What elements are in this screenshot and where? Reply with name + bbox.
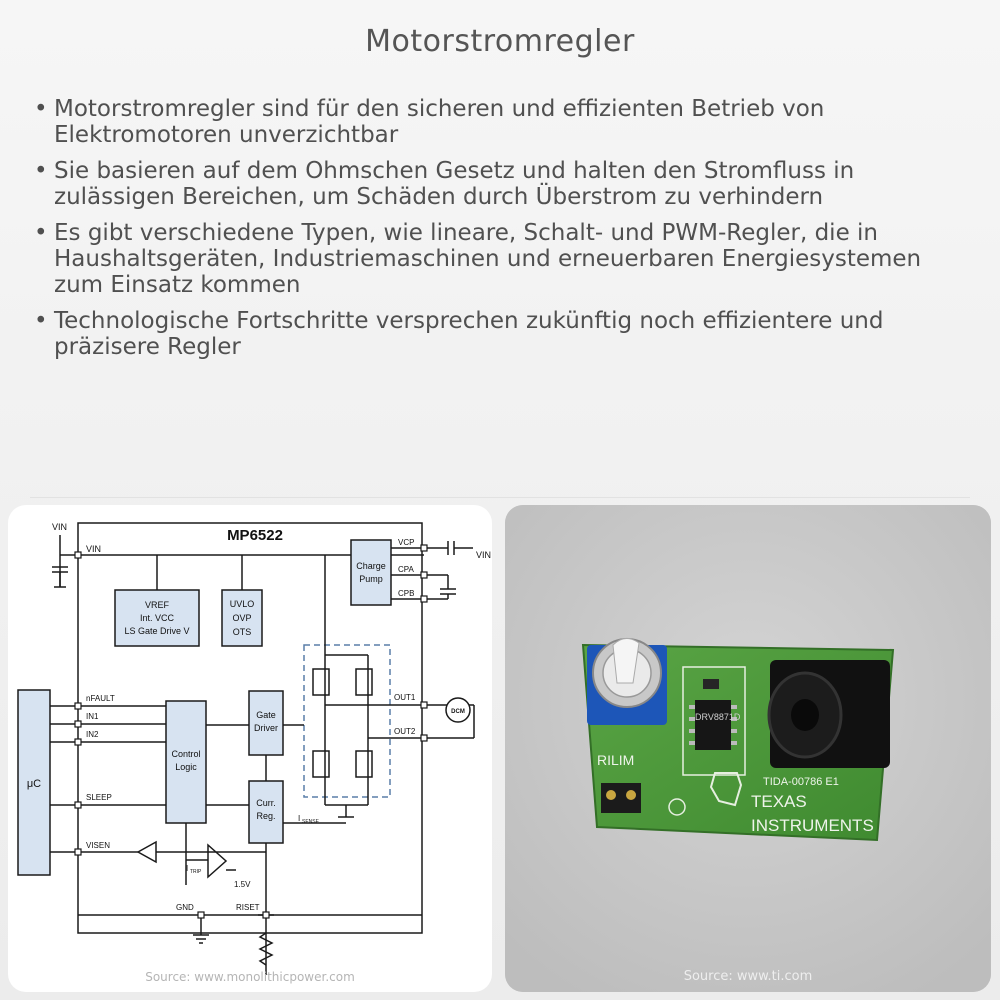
board-photo-panel: DRV8871D TIDA-00786 E1 RILIM TEXAS INSTR… (505, 505, 991, 992)
charge-pump-block (350, 539, 392, 606)
chip-outline (77, 522, 423, 934)
bullet-text: Es gibt verschiedene Typen, wie lineare,… (54, 220, 922, 298)
ovp-label: OVP (232, 613, 251, 623)
cpa-label: CPA (398, 565, 415, 574)
vin-pin-label: VIN (86, 544, 101, 554)
bullet-item: •Motorstromregler sind für den sicheren … (30, 96, 960, 148)
curr-label: Curr. (256, 798, 276, 808)
itrip-sub-label: TRIP (190, 869, 202, 875)
page-title: Motorstromregler (365, 24, 635, 59)
uc-label: μC (27, 778, 41, 790)
chip-label: MP6522 (227, 527, 283, 544)
ots-label: OTS (233, 627, 252, 637)
gate-driver-block (248, 690, 284, 756)
visen-label: VISEN (86, 841, 110, 850)
isense-label: I (298, 814, 300, 823)
board-photo: DRV8871D TIDA-00786 E1 RILIM TEXAS INSTR… (505, 505, 991, 992)
ti-logo-icon (709, 772, 743, 807)
photo-source: Source: www.ti.com (683, 969, 813, 984)
block-diagram-panel: MP6522 VIN VIN VIN VREF Int. VCC LS Gate… (8, 505, 492, 992)
dcm-label: DCM (451, 709, 465, 715)
bullet-dot: • (34, 220, 48, 246)
vin-right-label: VIN (476, 550, 491, 560)
reg-label: Reg. (256, 811, 275, 821)
driver-label: Driver (254, 723, 278, 733)
cpb-label: CPB (398, 589, 414, 598)
int-vcc-label: Int. VCC (140, 613, 175, 623)
pump-label: Pump (359, 574, 383, 584)
control-logic-block (165, 700, 207, 824)
microcontroller-block (17, 689, 51, 876)
charge-label: Charge (356, 561, 386, 571)
rilim-label: RILIM (597, 752, 634, 768)
chip-part-label: DRV8871D (695, 712, 741, 722)
block-diagram: MP6522 VIN VIN VIN VREF Int. VCC LS Gate… (17, 522, 491, 975)
in2-label: IN2 (86, 730, 99, 739)
riset-label: RISET (236, 903, 260, 912)
bullet-text: Technologische Fortschritte versprechen … (54, 308, 884, 360)
gnd-label: GND (176, 903, 194, 912)
bullet-text: Motorstromregler sind für den sicheren u… (54, 96, 825, 148)
section-divider (30, 497, 970, 498)
bullet-dot: • (34, 158, 48, 184)
texas-label: TEXAS (751, 792, 807, 811)
control-label: Control (171, 749, 200, 759)
bullet-list: •Motorstromregler sind für den sicheren … (30, 96, 960, 370)
sleep-label: SLEEP (86, 793, 112, 802)
itrip-label: I (186, 864, 188, 873)
in1-label: IN1 (86, 712, 99, 721)
bullet-dot: • (34, 96, 48, 122)
bullet-item: •Es gibt verschiedene Typen, wie lineare… (30, 220, 960, 298)
bullet-item: •Technologische Fortschritte versprechen… (30, 308, 960, 360)
pb-free-icon (668, 798, 686, 816)
voltage-ref-label: 1.5V (234, 880, 251, 889)
ls-gate-label: LS Gate Drive V (124, 626, 189, 636)
logic-label: Logic (175, 762, 197, 772)
nfault-label: nFAULT (86, 694, 115, 703)
bullet-dot: • (34, 308, 48, 334)
vin-label: VIN (52, 522, 67, 532)
bullet-text: Sie basieren auf dem Ohmschen Gesetz und… (54, 158, 855, 210)
instruments-label: INSTRUMENTS (751, 816, 874, 835)
vcp-label: VCP (398, 538, 414, 547)
out1-label: OUT1 (394, 693, 416, 702)
vref-label: VREF (145, 600, 170, 610)
out2-label: OUT2 (394, 727, 416, 736)
motor-symbol (445, 697, 471, 723)
uvlo-label: UVLO (230, 599, 255, 609)
gate-label: Gate (256, 710, 276, 720)
h-bridge-box (303, 644, 391, 798)
driver-chip (695, 700, 731, 750)
diagram-source: Source: www.monolithicpower.com (145, 970, 355, 984)
isense-sub-label: SENSE (302, 819, 320, 825)
board-label: TIDA-00786 E1 (763, 776, 839, 788)
bullet-item: •Sie basieren auf dem Ohmschen Gesetz un… (30, 158, 960, 210)
